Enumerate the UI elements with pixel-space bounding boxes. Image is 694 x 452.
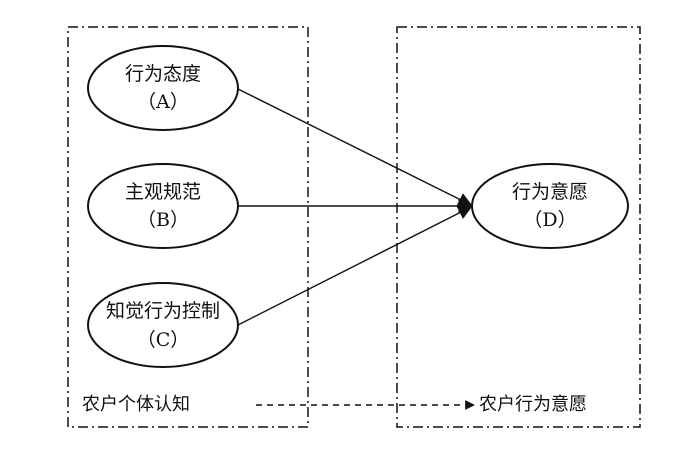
node-subjective-norm-ellipse <box>87 163 239 249</box>
node-attitude-code: （A） <box>137 91 189 113</box>
left-group-box <box>67 26 309 428</box>
node-attitude-ellipse <box>87 45 239 131</box>
node-subjective-norm-code: （B） <box>137 209 189 231</box>
node-perceived-control-code: （C） <box>137 329 190 351</box>
node-subjective-norm-title: 主观规范 <box>125 181 201 203</box>
arrow-c-to-d <box>237 206 473 326</box>
right-group-box <box>396 26 641 428</box>
node-intention-code: （D） <box>523 209 576 231</box>
node-subjective-norm: 主观规范 （B） <box>87 163 239 249</box>
node-intention: 行为意愿 （D） <box>471 163 629 249</box>
node-intention-ellipse <box>471 163 629 249</box>
left-group-label: 农户个体认知 <box>82 394 190 415</box>
node-intention-title: 行为意愿 <box>512 181 588 203</box>
node-attitude: 行为态度 （A） <box>87 45 239 131</box>
node-perceived-control-title: 知觉行为控制 <box>106 300 220 322</box>
node-attitude-title: 行为态度 <box>125 63 201 85</box>
arrow-a-to-d <box>237 88 473 206</box>
node-perceived-control: 知觉行为控制 （C） <box>87 282 239 368</box>
right-group-label: 农户行为意愿 <box>479 394 587 415</box>
node-perceived-control-ellipse <box>87 282 239 368</box>
